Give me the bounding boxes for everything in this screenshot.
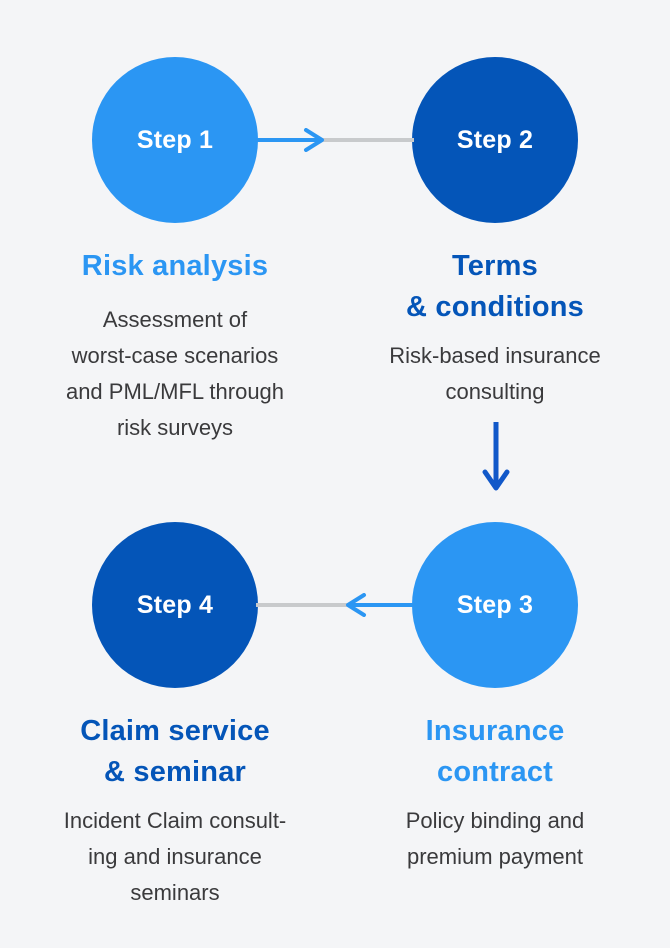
arrow-left-icon <box>256 593 414 617</box>
step-3-badge: Step 3 <box>456 590 534 619</box>
step-2-title: Terms & conditions <box>405 250 584 323</box>
step-1-title: Risk analysis <box>81 250 269 282</box>
step-4-badge: Step 4 <box>136 590 214 619</box>
step-2-circle: Step 2 <box>412 57 578 223</box>
step-4-circle: Step 4 <box>92 522 258 688</box>
step-4-title: Claim service & seminar <box>80 715 270 788</box>
step-3-circle: Step 3 <box>412 522 578 688</box>
arrow-down-icon <box>482 422 510 491</box>
step-1-description: Assessment of worst-case scenarios and P… <box>65 307 285 440</box>
step-2-description: Risk-based insurance consulting <box>389 343 601 404</box>
step-3-title: Insurance contract <box>425 715 565 788</box>
step-4-description: Incident Claim consult- ing and insuranc… <box>63 808 287 905</box>
step-3-description: Policy binding and premium payment <box>405 808 585 869</box>
step-1-badge: Step 1 <box>136 125 214 154</box>
step-1-circle: Step 1 <box>92 57 258 223</box>
step-2-badge: Step 2 <box>456 125 534 154</box>
arrow-right-icon <box>256 128 414 152</box>
